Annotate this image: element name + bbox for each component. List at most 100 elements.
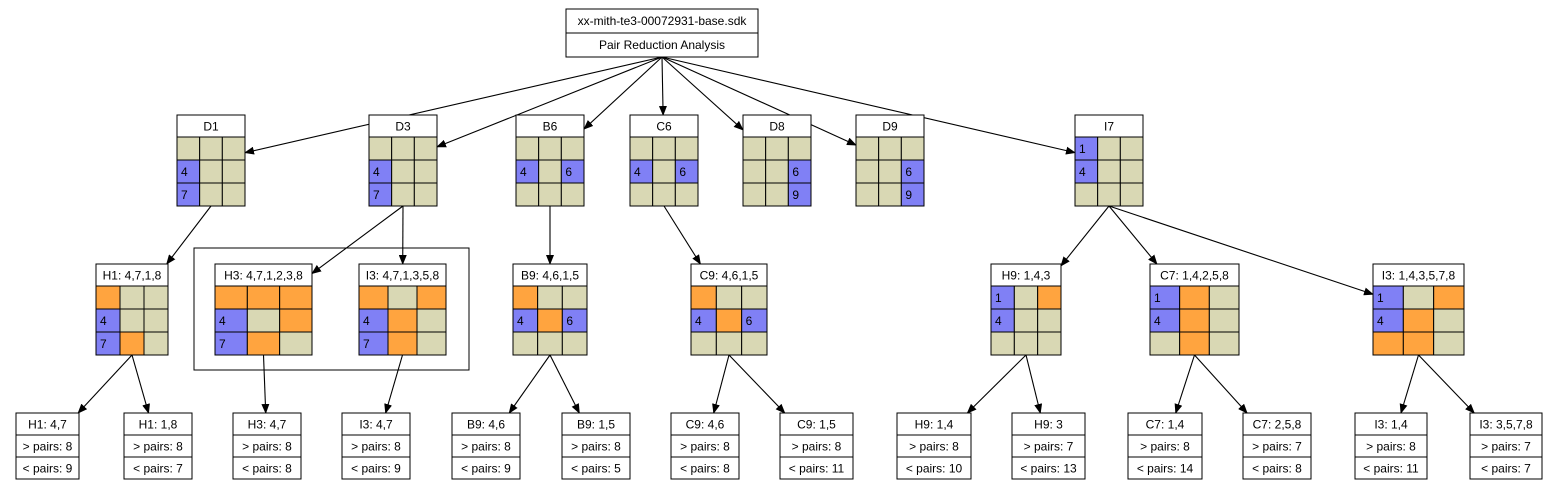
grid-cell-value: 4: [1154, 314, 1161, 328]
edge-root-i7: [661, 56, 1076, 155]
grid-cell: [878, 159, 902, 184]
leaf-title: C9: 4,6: [686, 418, 725, 432]
edge-i3b-l13: [1399, 354, 1420, 414]
grid-cell: [652, 136, 676, 161]
grid-cell-value: 6: [792, 165, 799, 179]
leaf-more-pairs: > pairs: 8: [23, 440, 73, 454]
grid-cell: [715, 331, 743, 356]
leaf-title: H1: 1,8: [139, 418, 178, 432]
grid-cell: [1097, 136, 1121, 161]
grid-cell: [1179, 331, 1210, 356]
grid-cell: [1013, 285, 1039, 310]
leaf-row-box: [1469, 456, 1543, 480]
grid-cell: [1037, 285, 1062, 310]
grid-cell: [741, 331, 768, 356]
leaf-more-pairs: > pairs: 7: [1024, 440, 1074, 454]
grid-cell: [538, 136, 562, 161]
root-subtitle: Pair Reduction Analysis: [599, 38, 725, 52]
leaf-more-pairs: > pairs: 8: [242, 440, 292, 454]
edge-d1-h1: [166, 205, 212, 265]
grid-cell-value: 6: [746, 314, 753, 328]
edge-root-b6: [583, 56, 663, 130]
grid-cell: [279, 331, 313, 356]
grid-cell-value: 4: [181, 165, 188, 179]
grid-cell-value: 4: [219, 314, 226, 328]
grid-node-h3: H3: 4,7,1,2,3,8 4 7: [214, 263, 313, 356]
edge-root-c6: [658, 56, 667, 116]
edge-i7-h9: [1060, 205, 1110, 267]
grid-cell: [358, 285, 389, 310]
leaf-title: H9: 3: [1034, 418, 1063, 432]
grid-cell: [561, 285, 588, 310]
leaf-title: I3: 1,4: [1374, 418, 1408, 432]
cluster-box: [193, 247, 470, 371]
grid-node-label: H9: 1,4,3: [1002, 269, 1051, 283]
grid-cell: [674, 182, 699, 207]
leaf-more-pairs: > pairs: 8: [571, 440, 621, 454]
grid-cell-value: 4: [517, 314, 524, 328]
grid-node-label: I3: 1,4,3,5,7,8: [1382, 269, 1456, 283]
grid-cell: [652, 159, 676, 184]
grid-cell: [246, 308, 281, 333]
leaf-fewer-pairs: < pairs: 8: [680, 462, 730, 476]
grid-cell-value: 7: [219, 337, 226, 351]
grid-cell: [143, 285, 169, 310]
leaf-row-box: [670, 456, 740, 480]
grid-cell: [413, 182, 438, 207]
edge-h3-l3: [261, 354, 270, 414]
root-title: xx-mith-te3-00072931-base.sdk: [578, 14, 748, 28]
leaf-row-box: [1127, 456, 1203, 480]
grid-node-h9: H9: 1,4,314: [990, 263, 1062, 356]
grid-cell-value: 4: [1377, 314, 1384, 328]
leaf-title: I3: 3,5,7,8: [1479, 418, 1533, 432]
grid-cell: [1433, 331, 1465, 356]
edge-c7-l12: [1194, 354, 1248, 414]
grid-cell: [515, 182, 540, 207]
grid-node-label: I3: 4,7,1,3,5,8: [366, 269, 440, 283]
grid-node-label: H3: 4,7,1,2,3,8: [224, 269, 303, 283]
leaf-row-box: [896, 456, 972, 480]
leaf-row-box: [341, 456, 411, 480]
grid-cell: [221, 159, 246, 184]
grid-cell: [1208, 285, 1240, 310]
grid-node-label: D8: [769, 120, 785, 134]
leaf-node-l2: H1: 1,8 > pairs: 8 < pairs: 7: [123, 412, 193, 480]
edge-c9-l8: [728, 354, 786, 414]
edge-root-d3: [436, 56, 663, 148]
leaf-title: H1: 4,7: [28, 418, 67, 432]
grid-cell: [742, 136, 767, 161]
grid-cell: [512, 285, 539, 310]
leaf-title: H3: 4,7: [248, 418, 287, 432]
leaf-fewer-pairs: < pairs: 7: [133, 462, 183, 476]
edge-h9-l9: [966, 354, 1027, 414]
leaf-more-pairs: > pairs: 8: [909, 440, 959, 454]
grid-cell: [537, 308, 563, 333]
grid-node-label: B6: [543, 120, 558, 134]
leaf-more-pairs: > pairs: 8: [133, 440, 183, 454]
grid-node-label: I7: [1104, 120, 1114, 134]
grid-cell: [279, 285, 313, 310]
edge-root-d9: [661, 56, 857, 146]
grid-cell: [199, 159, 223, 184]
leaf-fewer-pairs: < pairs: 8: [1252, 462, 1302, 476]
leaf-title: H9: 1,4: [915, 418, 954, 432]
leaf-fewer-pairs: < pairs: 9: [23, 462, 73, 476]
grid-cell-value: 7: [100, 337, 107, 351]
grid-cell-value: 4: [100, 314, 107, 328]
grid-cell: [1013, 331, 1039, 356]
leaf-node-l4: I3: 4,7> pairs: 8< pairs: 9: [341, 412, 411, 480]
grid-cell: [1208, 331, 1240, 356]
grid-cell-value: 7: [363, 337, 370, 351]
edge-i7-i3b: [1108, 205, 1374, 296]
leaf-title: B9: 1,5: [577, 418, 615, 432]
grid-cell: [95, 285, 121, 310]
leaf-node-l13: I3: 1,4> pairs: 8< pairs: 11: [1354, 412, 1428, 480]
grid-cell-value: 4: [995, 314, 1002, 328]
grid-cell: [674, 136, 699, 161]
